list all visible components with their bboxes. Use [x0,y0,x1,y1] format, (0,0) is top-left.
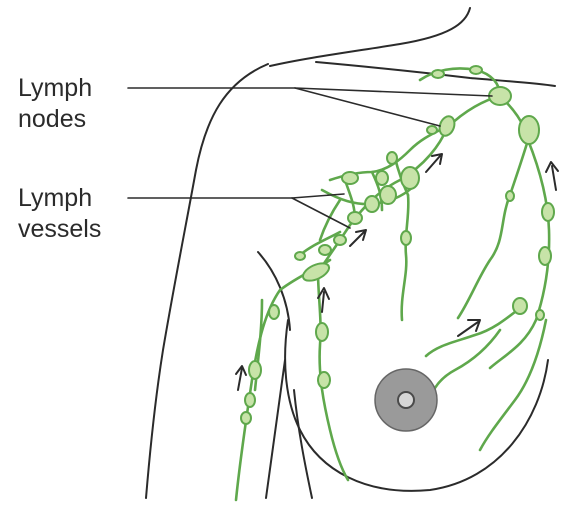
lymph-node [365,196,379,212]
lymph-node [318,372,330,388]
lymph-node [348,212,362,224]
leader-line-vessels-branch [292,198,350,228]
lymph-node [380,186,396,204]
lymph-vessels [236,68,549,500]
lymph-node [513,298,527,314]
label-lymph-nodes: Lymph nodes [18,73,92,135]
vessel [480,320,546,450]
lymph-node [427,126,437,134]
lymph-node [342,172,358,184]
nipple-center [398,392,414,408]
lymph-node [334,235,346,245]
lymph-node [300,260,331,285]
arrow-icon [546,162,558,190]
lymph-node [245,393,255,407]
arrow-icon [350,230,366,246]
lymph-node [506,191,514,201]
vessel [402,195,409,320]
torso-line-1 [266,360,285,498]
lymph-node [319,245,331,255]
label-lymph-vessels: Lymph vessels [18,183,101,245]
arrow-icon [236,366,246,390]
shoulder-arm-outline [146,64,268,498]
vessel [458,195,510,318]
lymph-node [295,252,305,260]
lymph-node [401,231,411,245]
lymph-node [536,310,544,320]
lymph-node [470,66,482,74]
nipple [375,369,437,431]
lymph-node [387,152,397,164]
vessel [426,308,520,356]
leader-line-vessels [128,194,344,198]
lymph-node [241,412,251,424]
lymph-node [539,247,551,265]
lymph-node [542,203,554,221]
lymph-node [249,361,261,379]
lymph-node [401,167,419,189]
lymph-node [376,171,388,185]
lymph-node [432,70,444,78]
lymph-node [316,323,328,341]
lymph-node [269,305,279,319]
vessel [430,330,500,400]
lymph-node [519,116,539,144]
vessel [510,140,528,195]
neck-line [270,8,470,66]
